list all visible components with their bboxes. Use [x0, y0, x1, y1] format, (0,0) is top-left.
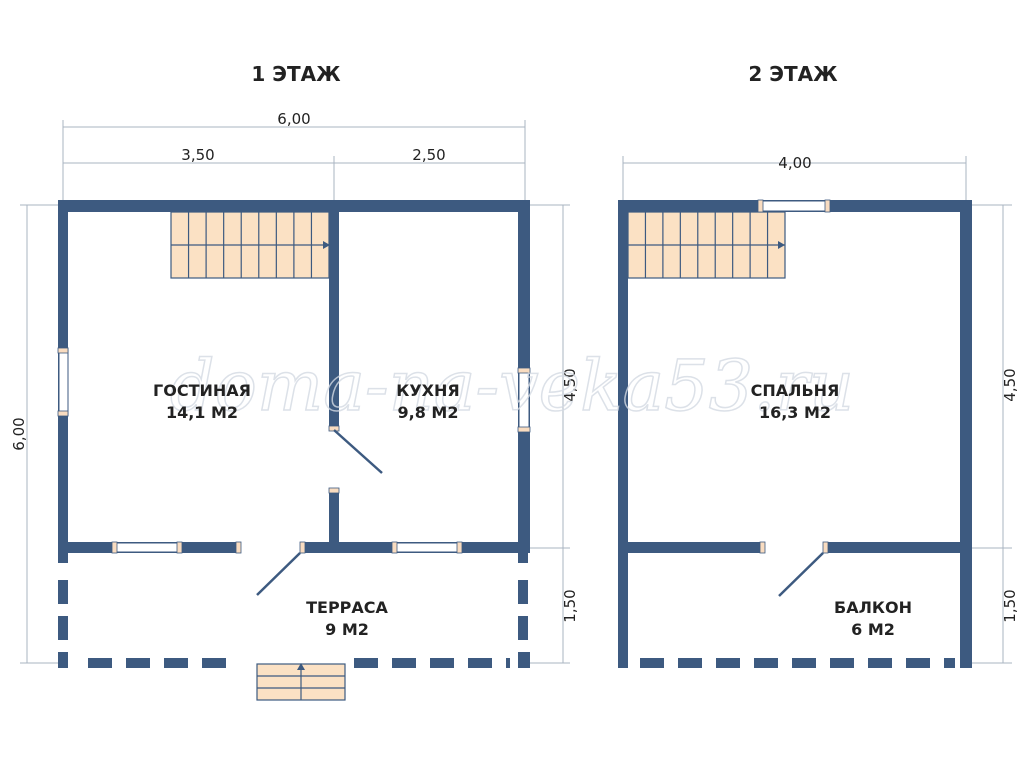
wall-dash	[944, 658, 955, 668]
dim-floor1-depth: 6,00	[10, 417, 28, 450]
dim-floor2-balcony-depth: 1,50	[1001, 589, 1019, 622]
window-bedroom-top	[757, 200, 831, 212]
floor1-dimensions	[20, 120, 570, 664]
wall-dash	[716, 658, 740, 668]
window-living-front	[111, 542, 183, 553]
wall-dash	[906, 658, 930, 668]
wall-dash	[640, 658, 664, 668]
dim-floor2-width: 4,00	[778, 154, 811, 172]
floor2-dimensions	[622, 156, 1012, 664]
door-balcony	[778, 552, 824, 597]
wall-dash	[868, 658, 892, 668]
room-area-living: 14,1 М2	[166, 403, 238, 422]
wall-dash	[202, 658, 226, 668]
dim-floor1-right: 2,50	[412, 146, 445, 164]
window-kitchen-front	[391, 542, 463, 553]
room-name-kitchen: КУХНЯ	[396, 381, 459, 400]
wall-dash	[392, 658, 416, 668]
room-area-bedroom: 16,3 М2	[759, 403, 831, 422]
room-area-terrace: 9 М2	[325, 620, 369, 639]
wall-dash	[126, 658, 150, 668]
watermark: doma-na-veka53.ru	[170, 345, 854, 427]
wall-dash	[430, 658, 454, 668]
wall-dash	[754, 658, 778, 668]
wall-dash	[88, 658, 112, 668]
door-entrance	[256, 552, 301, 596]
wall-dash	[830, 658, 854, 668]
dim-floor1-main-depth: 4,50	[561, 368, 579, 401]
floor1-stairs	[170, 211, 330, 279]
room-area-balcony: 6 М2	[851, 620, 895, 639]
room-area-kitchen: 9,8 М2	[398, 403, 459, 422]
dim-floor2-main-depth: 4,50	[1001, 368, 1019, 401]
wall-dash	[354, 658, 378, 668]
room-name-balcony: БАЛКОН	[834, 598, 912, 617]
room-name-bedroom: СПАЛЬНЯ	[751, 381, 840, 400]
wall-dash	[164, 658, 188, 668]
floor1-title: 1 ЭТАЖ	[251, 62, 341, 86]
window-living-left	[58, 347, 69, 417]
room-name-living: ГОСТИНАЯ	[153, 381, 251, 400]
floor2-stairs	[627, 211, 786, 279]
floor2-title: 2 ЭТАЖ	[748, 62, 838, 86]
door-kitchen	[333, 429, 383, 474]
room-name-terrace: ТЕРРАСА	[306, 598, 388, 617]
wall-dash	[468, 658, 492, 668]
wall-dash	[678, 658, 702, 668]
wall-dash	[506, 658, 510, 668]
dim-floor1-left: 3,50	[181, 146, 214, 164]
wall-dash	[792, 658, 816, 668]
dim-floor1-width: 6,00	[277, 110, 310, 128]
entrance-steps	[256, 663, 346, 701]
dim-floor1-terrace-depth: 1,50	[561, 589, 579, 622]
